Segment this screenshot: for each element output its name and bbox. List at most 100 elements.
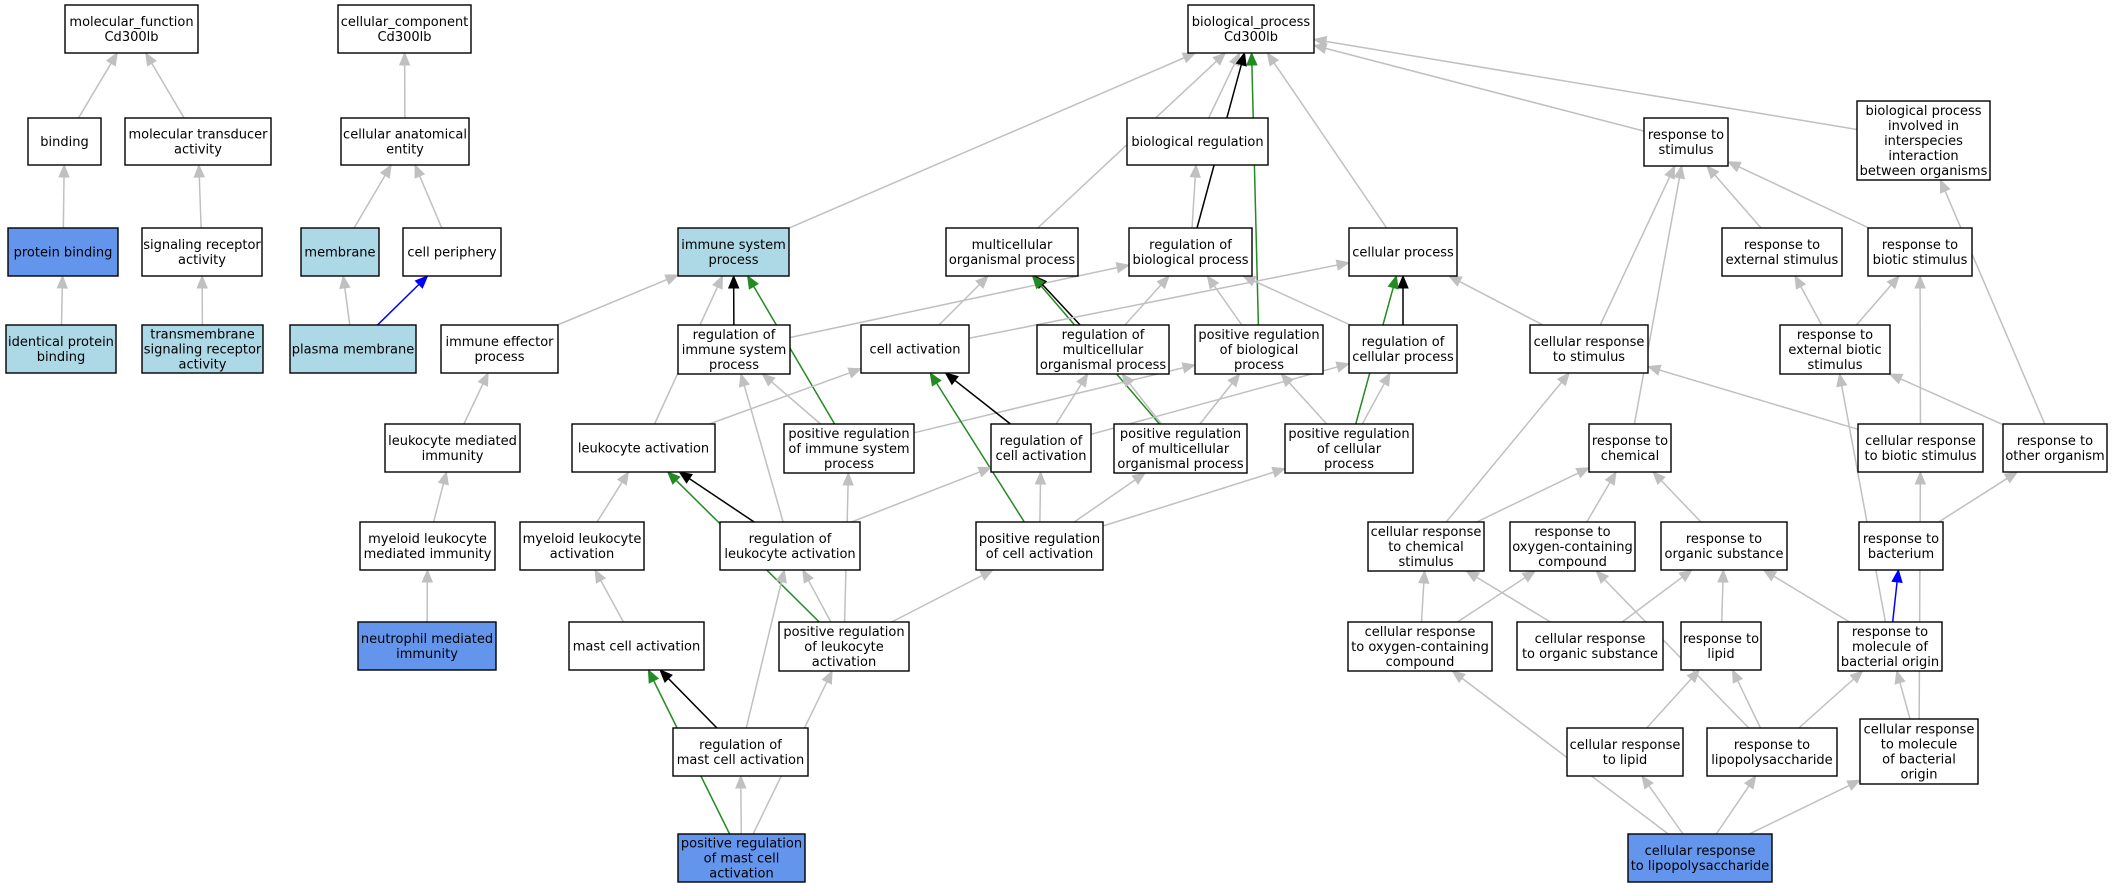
go-term-binding[interactable]: binding: [27, 117, 102, 166]
edge-line: [851, 471, 981, 523]
term-label-line: to organic substance: [1522, 647, 1658, 662]
edge-line: [1445, 381, 1563, 523]
edge-line: [1891, 581, 1898, 623]
edge-positively-regulates-pos-reg-immune-to-immune-sys: [746, 274, 836, 425]
term-label-line: leukocyte mediated: [388, 434, 517, 449]
go-term-bio-reg[interactable]: biological regulation: [1126, 117, 1269, 166]
edge-is-a-cell-act-to-cell-proc: [968, 259, 1351, 340]
edge-is-a-cell-resp-oxy-to-resp-oxy: [1456, 570, 1537, 623]
edge-is-a-myeloid-med-imm-to-leuk-med-imm: [432, 470, 449, 523]
term-label-line: binding: [37, 350, 85, 365]
go-term-membrane[interactable]: membrane: [300, 227, 380, 277]
edge-line: [789, 266, 1118, 339]
term-label-line: organismal process: [949, 253, 1075, 268]
term-box: [384, 423, 521, 473]
term-label-line: of leukocyte: [804, 640, 883, 655]
term-label-line: to oxygen-containing: [1351, 640, 1489, 655]
edge-line: [1798, 678, 1855, 729]
edge-arrowhead: [105, 51, 118, 67]
term-box: [141, 227, 263, 277]
edge-line: [198, 176, 202, 229]
edge-arrowhead: [975, 275, 989, 289]
term-box: [1194, 324, 1324, 375]
term-label-line: response to: [2017, 434, 2093, 449]
go-term-cell-act[interactable]: cell activation: [860, 324, 970, 374]
edge-is-a-reg-mast-act-to-reg-leuk-act: [745, 568, 787, 729]
edge-arrowhead: [1731, 668, 1744, 684]
term-label-line: positive regulation: [1288, 427, 1409, 442]
edge-line: [709, 372, 850, 425]
go-term-protein-binding[interactable]: protein binding: [7, 227, 119, 277]
go-term-mast-act[interactable]: mast cell activation: [568, 621, 705, 671]
edge-is-a-pos-reg-multicell-to-pos-reg-bio: [1199, 372, 1241, 425]
edge-line: [1325, 47, 1645, 132]
edge-is-a-resp-lipid-to-resp-org-sub: [1717, 568, 1729, 623]
go-term-cell-periphery[interactable]: cell periphery: [402, 227, 502, 277]
term-label-line: myeloid leukocyte: [368, 532, 487, 547]
term-label-line: organismal process: [1117, 457, 1243, 472]
term-label-line: cellular response: [1535, 632, 1646, 647]
term-label-line: biotic stimulus: [1873, 253, 1968, 268]
edge-arrowhead: [1706, 165, 1720, 180]
edge-line: [1213, 285, 1243, 326]
edge-arrowhead: [735, 774, 747, 789]
go-term-leuk-act[interactable]: leukocyte activation: [571, 423, 716, 473]
term-label-line: cellular response: [1645, 844, 1756, 859]
go-term-cell-proc[interactable]: cellular process: [1348, 227, 1458, 277]
edge-part-of-reg-leuk-act-to-leuk-act: [678, 471, 755, 523]
go-term-plasma-mem[interactable]: plasma membrane: [289, 324, 417, 374]
edge-is-a-reg-bio-to-bio-reg: [1189, 163, 1201, 229]
term-label-line: cellular response: [1534, 335, 1645, 350]
